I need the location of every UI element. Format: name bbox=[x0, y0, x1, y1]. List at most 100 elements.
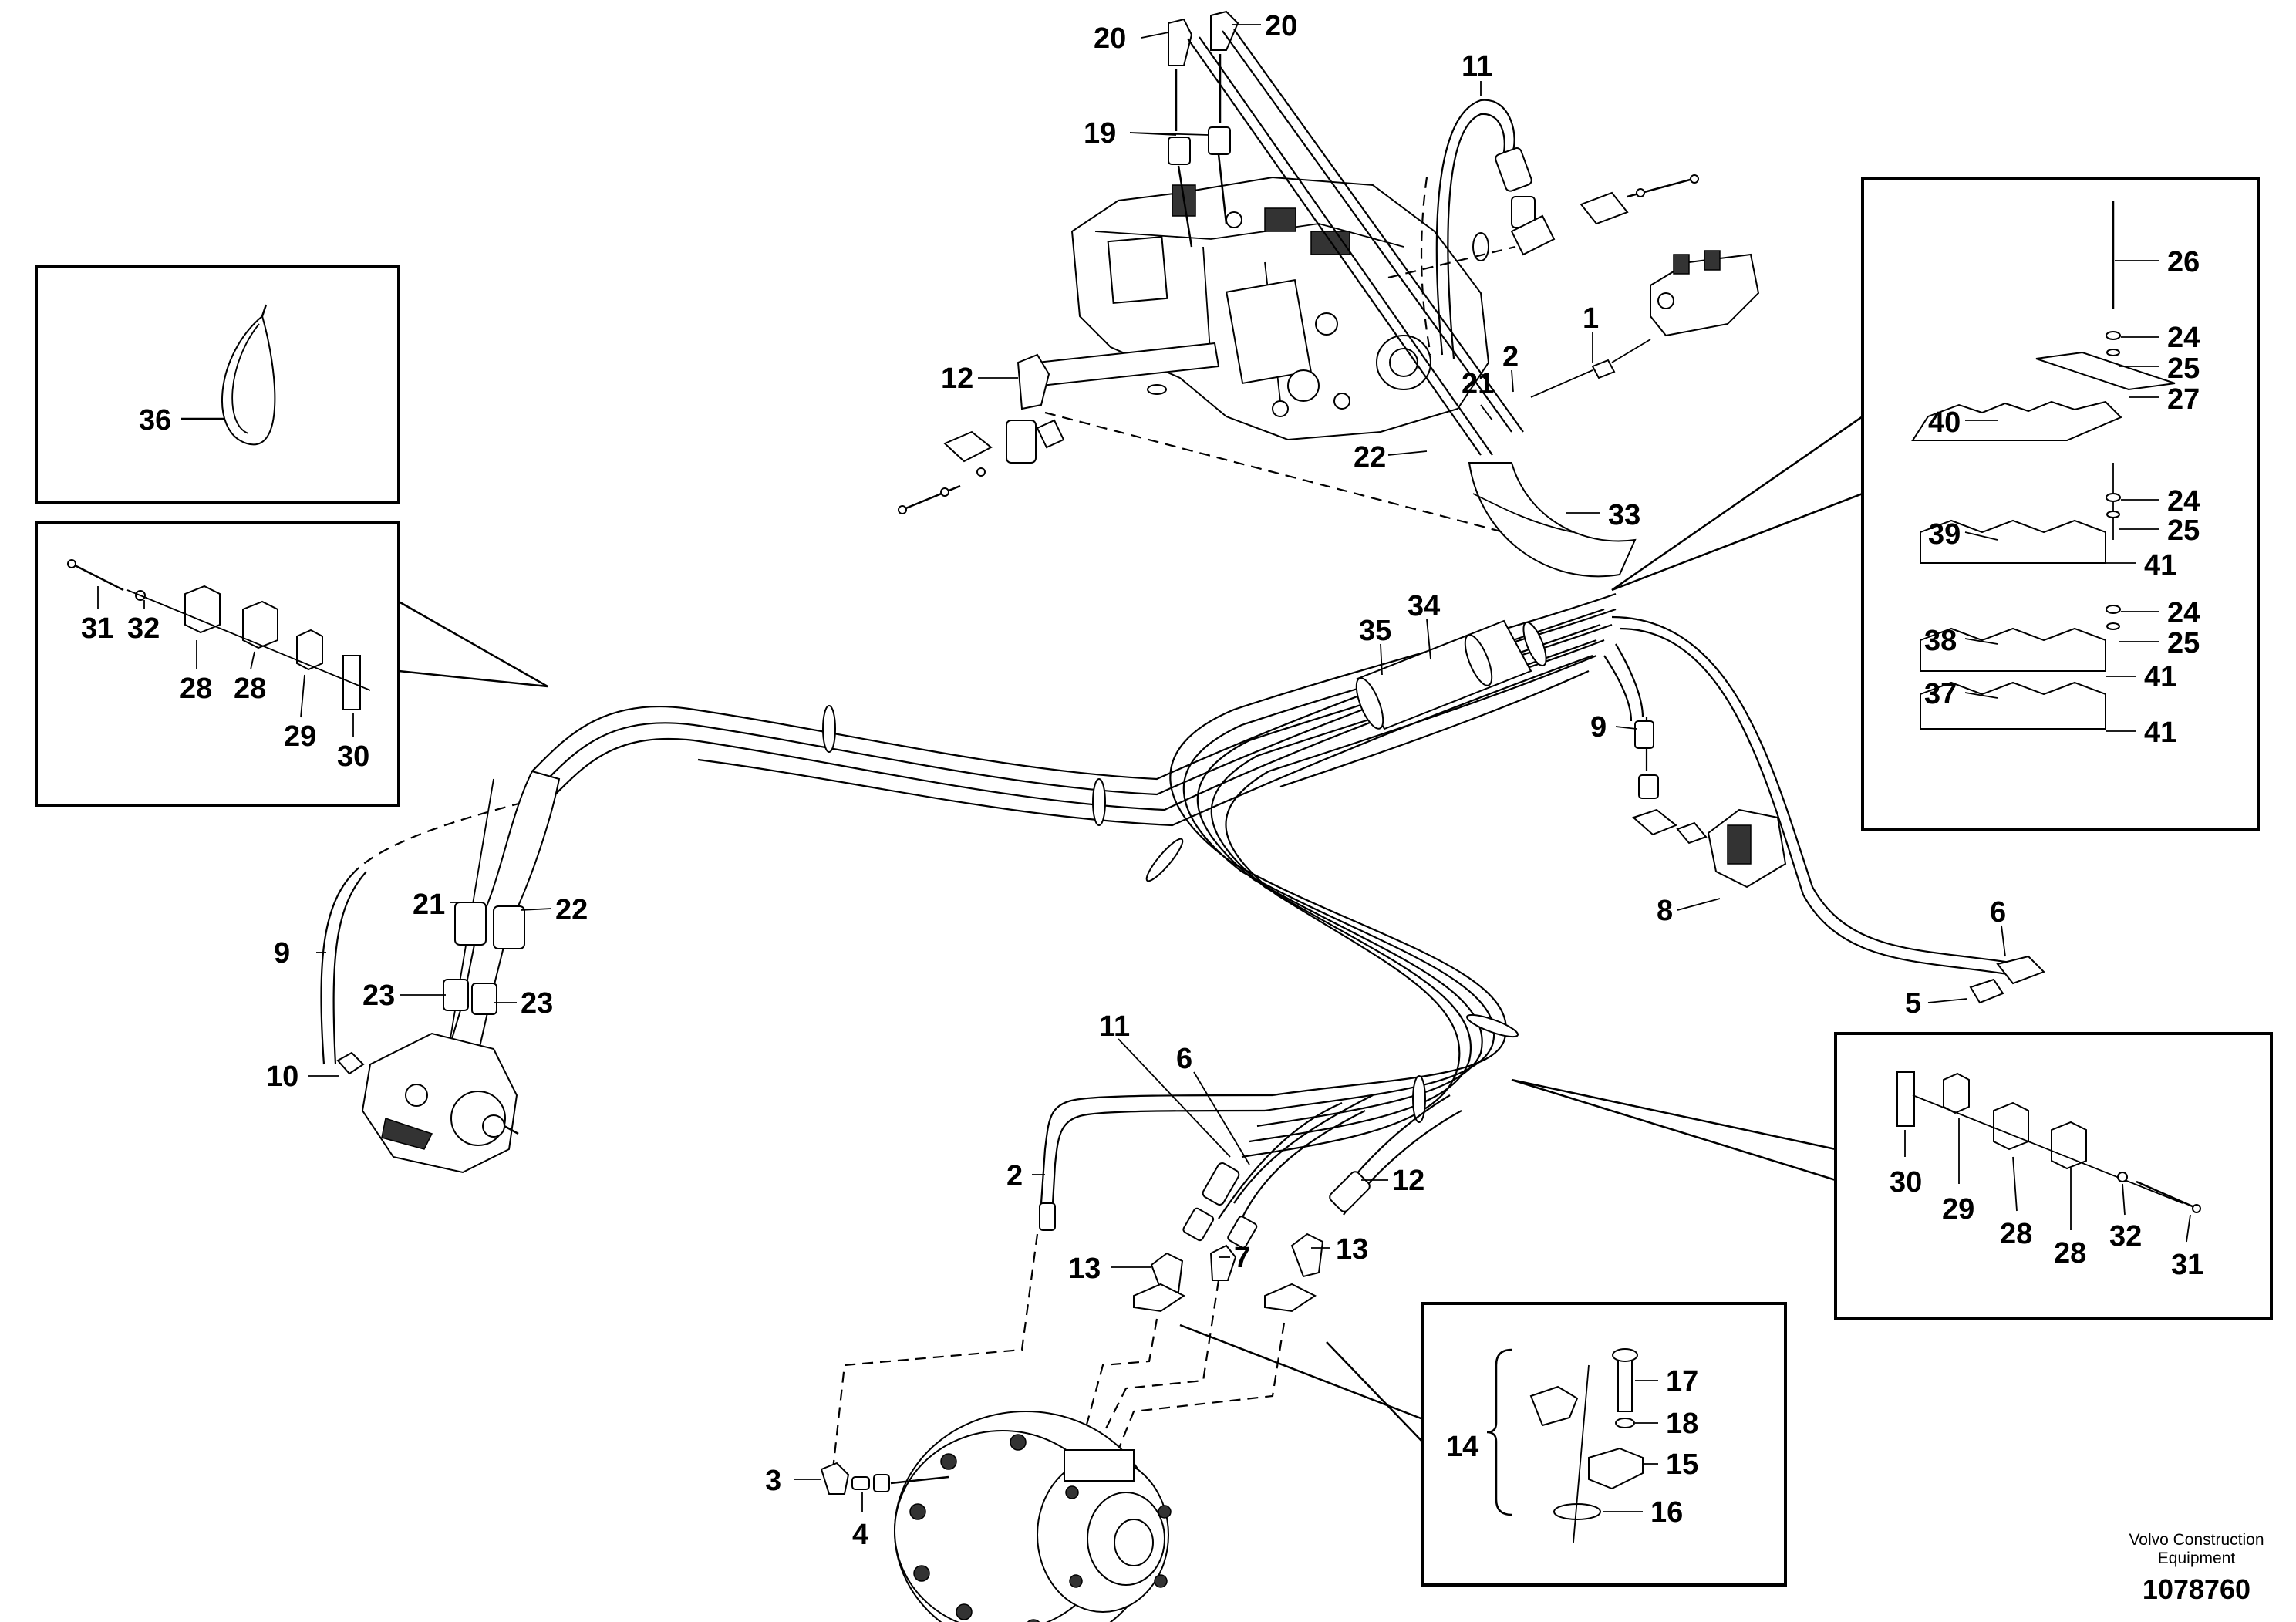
callout-6: 6 bbox=[1176, 1043, 1192, 1075]
callout-11: 11 bbox=[1099, 1010, 1130, 1043]
hose-line bbox=[1040, 1094, 1273, 1204]
callout-12: 12 bbox=[941, 363, 973, 395]
leader-38 bbox=[1964, 638, 1998, 645]
hose-clamp bbox=[1464, 634, 1493, 686]
callout-31: 31 bbox=[81, 612, 113, 645]
leader-8 bbox=[1677, 898, 1721, 911]
callout-15: 15 bbox=[1666, 1448, 1698, 1481]
hose-clamp bbox=[1412, 1075, 1426, 1123]
dashed-route bbox=[354, 797, 541, 872]
callout-33: 33 bbox=[1608, 499, 1640, 531]
callout-11: 11 bbox=[1462, 50, 1492, 83]
callout-4: 4 bbox=[852, 1519, 868, 1551]
hose-fitting-icon bbox=[1472, 147, 1699, 261]
hose-end-fitting-icon bbox=[1039, 1162, 1371, 1313]
pump-motor-icon bbox=[336, 1032, 519, 1174]
leader-9a bbox=[1615, 726, 1637, 730]
dashed-route bbox=[831, 1233, 1039, 1470]
callout-9: 9 bbox=[1590, 711, 1607, 744]
callout-41: 41 bbox=[2144, 549, 2176, 582]
hose-clamp bbox=[1465, 1013, 1519, 1038]
callout-19: 19 bbox=[1084, 117, 1116, 150]
callout-25: 25 bbox=[2167, 352, 2200, 385]
leader-6b bbox=[1193, 1071, 1250, 1165]
wheel-motor-icon bbox=[894, 1411, 1172, 1622]
brand-subtitle: Equipment bbox=[2158, 1549, 2236, 1567]
leader-37 bbox=[1964, 692, 1998, 699]
callout-22: 22 bbox=[1354, 441, 1386, 474]
callout-22: 22 bbox=[555, 894, 588, 926]
callout-10: 10 bbox=[266, 1061, 298, 1093]
dashed-route bbox=[1387, 245, 1516, 279]
hose-clamp bbox=[1522, 621, 1547, 667]
leader-11b bbox=[1118, 1038, 1231, 1158]
leader-19 bbox=[1129, 132, 1209, 136]
stud-line bbox=[1217, 153, 1228, 224]
stud-line bbox=[1177, 165, 1193, 248]
callout-28: 28 bbox=[234, 673, 266, 705]
callout-20: 20 bbox=[1094, 22, 1126, 55]
coupling-icon bbox=[443, 902, 525, 1015]
callout-23: 23 bbox=[521, 987, 553, 1020]
callout-24: 24 bbox=[2167, 597, 2200, 629]
leader-35 bbox=[1380, 643, 1383, 676]
callout-28: 28 bbox=[2000, 1218, 2032, 1250]
bolt-icon bbox=[67, 559, 124, 592]
hose-bundle bbox=[531, 592, 2021, 1158]
dashed-route bbox=[1044, 411, 1505, 534]
brace-14 bbox=[1486, 1348, 1512, 1516]
callout-29: 29 bbox=[1942, 1193, 1974, 1226]
callout-6: 6 bbox=[1990, 896, 2006, 929]
hose-line bbox=[1447, 113, 1505, 359]
callout-28: 28 bbox=[2054, 1237, 2086, 1270]
pointer-left-clamp bbox=[398, 600, 548, 688]
callout-18: 18 bbox=[1666, 1408, 1698, 1440]
callout-21: 21 bbox=[413, 889, 445, 921]
callout-1: 1 bbox=[1583, 302, 1599, 335]
callout-9: 9 bbox=[274, 937, 290, 969]
document-number: 1078760 bbox=[2143, 1573, 2250, 1605]
clamp-stack-icon bbox=[1911, 201, 2176, 730]
callout-29: 29 bbox=[284, 720, 316, 753]
leader-5 bbox=[1927, 998, 1967, 1003]
leader-31b bbox=[2186, 1214, 2191, 1243]
hose-line bbox=[1435, 99, 1515, 356]
callout-41: 41 bbox=[2144, 661, 2176, 693]
callout-8: 8 bbox=[1657, 895, 1673, 927]
brand-name: Volvo Construction bbox=[2129, 1531, 2264, 1549]
leader-22b bbox=[520, 908, 552, 911]
dashed-route bbox=[1420, 177, 1432, 356]
callout-23: 23 bbox=[362, 980, 395, 1012]
callout-26: 26 bbox=[2167, 246, 2200, 278]
callout-24: 24 bbox=[2167, 485, 2200, 518]
callout-17: 17 bbox=[1666, 1365, 1698, 1398]
pointer-flange-1 bbox=[1179, 1324, 1424, 1421]
hose-line bbox=[320, 871, 356, 1065]
control-valve-icon bbox=[1530, 250, 1760, 398]
leader-39 bbox=[1964, 531, 1998, 541]
hose-end-fitting-icon bbox=[1969, 955, 2045, 1004]
callout-41: 41 bbox=[2144, 717, 2176, 749]
hose-line bbox=[1241, 1110, 1366, 1219]
callout-34: 34 bbox=[1408, 590, 1440, 622]
leader-22a bbox=[1387, 450, 1428, 456]
callout-27: 27 bbox=[2167, 383, 2200, 416]
flange-kit-icon bbox=[1529, 1348, 1644, 1543]
hose-line bbox=[1343, 1110, 1462, 1216]
callout-13: 13 bbox=[1336, 1233, 1368, 1266]
callout-35: 35 bbox=[1359, 615, 1391, 647]
callout-30: 30 bbox=[337, 740, 369, 773]
dashed-route bbox=[1078, 1318, 1158, 1451]
hose-line bbox=[1187, 38, 1482, 456]
callout-37: 37 bbox=[1924, 678, 1957, 710]
leader-20a bbox=[1141, 32, 1169, 39]
callout-16: 16 bbox=[1650, 1496, 1683, 1529]
hose-line bbox=[1222, 30, 1512, 433]
pointer-right-clamp bbox=[1511, 1078, 1836, 1182]
leader-21a bbox=[1480, 404, 1493, 421]
leader-6a bbox=[2001, 925, 2006, 957]
callout-7: 7 bbox=[1234, 1242, 1250, 1274]
pointer-flange-2 bbox=[1326, 1341, 1424, 1443]
hose-line bbox=[1051, 1109, 1266, 1204]
